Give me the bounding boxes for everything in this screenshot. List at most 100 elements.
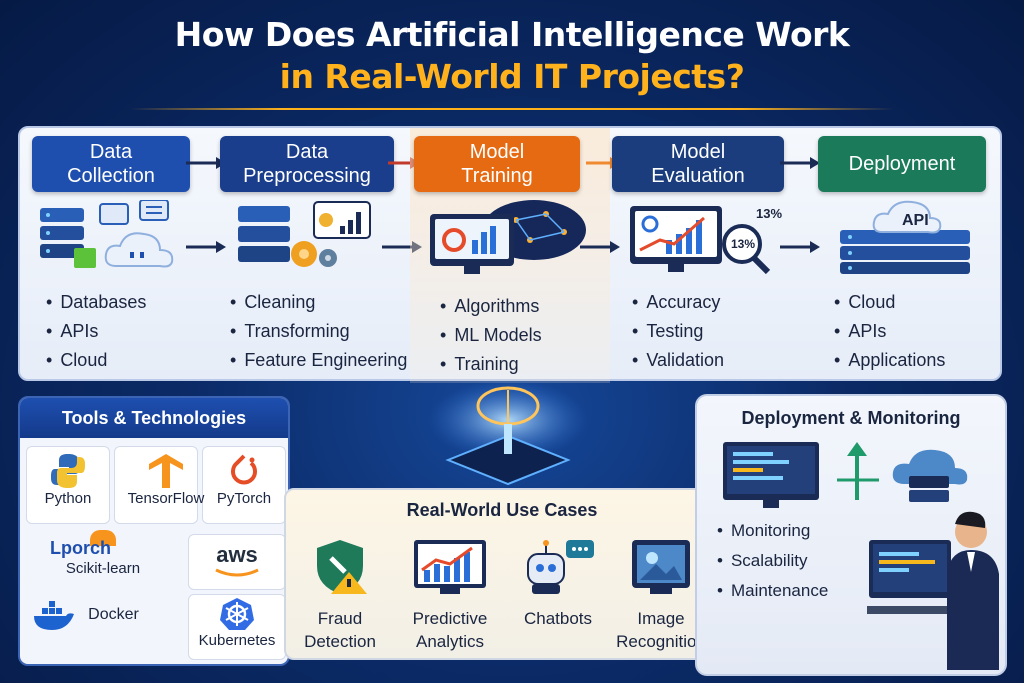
usecase-label: Chatbots — [508, 607, 608, 630]
tool-kubernetes: Kubernetes — [188, 596, 286, 649]
scikit-learn-logo-text: Lporch — [50, 538, 111, 558]
stage-head-line: Data — [89, 141, 133, 163]
docker-icon — [34, 601, 74, 630]
tools-heading: Tools & Technologies — [20, 398, 288, 438]
image-recognition-icon — [632, 540, 690, 594]
pytorch-icon — [231, 454, 257, 485]
stage-head-deployment: Deployment — [818, 136, 986, 192]
deploy-heading: Deployment & Monitoring — [741, 408, 961, 428]
tool-python: Python — [26, 452, 110, 507]
arrow-right-icon — [186, 241, 226, 253]
deploy-bullets: Monitoring Scalability Maintenance — [717, 516, 828, 606]
stage-head-line: Preprocessing — [243, 165, 371, 187]
api-badge: API — [902, 212, 929, 229]
tool-docker: Docker — [32, 598, 182, 632]
tool-pytorch: PyTorch — [202, 452, 286, 507]
bullet-item: ML Models — [440, 321, 541, 350]
scikit-learn-swoosh — [90, 530, 116, 546]
evaluation-badge: 13% — [756, 206, 783, 221]
usecase-chatbots: Chatbots — [508, 536, 608, 630]
aws-smile-icon — [215, 568, 259, 577]
scikit-learn-logo: Lporch — [30, 530, 176, 560]
bullet-item: Monitoring — [717, 516, 828, 546]
bullet-item: Maintenance — [717, 576, 828, 606]
tool-aws: aws — [190, 542, 284, 578]
tool-label: Docker — [88, 605, 139, 623]
tool-label: PyTorch — [216, 490, 272, 507]
tensorflow-icon — [149, 454, 183, 488]
usecases-heading: Real-World Use Cases — [406, 500, 598, 520]
bullet-item: Cleaning — [230, 288, 407, 317]
title-divider — [130, 108, 894, 110]
kubernetes-icon — [220, 598, 254, 630]
tool-card — [202, 446, 286, 524]
usecase-line: Image — [637, 609, 685, 628]
stage-head-line: Model — [469, 141, 525, 163]
monitoring-dashboard-icon — [723, 442, 968, 508]
stage-head-line: Data — [285, 141, 329, 163]
bullet-item: Validation — [632, 346, 724, 375]
api-server-icon — [840, 200, 970, 274]
usecase-line: Analytics — [415, 632, 485, 651]
chatbot-icon — [527, 540, 594, 594]
arrow-right-icon — [780, 157, 820, 169]
usecase-line: Recognition — [616, 632, 706, 651]
brain-monitor-icon — [430, 200, 586, 274]
analytics-chart-icon — [414, 540, 486, 594]
stage-head-line: Evaluation — [651, 165, 745, 187]
bullet-item: Scalability — [717, 546, 828, 576]
database-cloud-icon — [40, 200, 174, 268]
tools-panel: Tools & Technologies Python TensorFlow P… — [18, 396, 290, 666]
usecase-line: Fraud — [317, 609, 363, 628]
bullet-item: APIs — [834, 317, 945, 346]
tool-label: Python — [44, 490, 92, 507]
title-line-1: How Does Artificial Intelligence Work — [174, 15, 850, 54]
evaluation-chart-icon — [630, 206, 771, 275]
stage-bullets: Accuracy Testing Validation — [632, 288, 724, 375]
tool-card — [188, 534, 286, 590]
evaluation-lens-value: 13% — [731, 237, 756, 251]
bullet-item: Feature Engineering — [230, 346, 407, 375]
stage-head-line: Collection — [67, 165, 155, 187]
glowing-brain-icon — [428, 380, 588, 486]
tool-label: Scikit-learn — [65, 560, 141, 577]
stage-head-line: Model — [670, 141, 726, 163]
bullet-item: Accuracy — [632, 288, 724, 317]
bullet-item: Applications — [834, 346, 945, 375]
fraud-shield-icon — [317, 540, 367, 594]
bullet-item: Transforming — [230, 317, 407, 346]
stage-deployment: Deployment API Cloud APIs Applications — [810, 128, 1002, 383]
engineer-at-desk-icon — [867, 511, 999, 670]
bullet-item: Training — [440, 350, 542, 379]
bullet-item: Databases — [46, 288, 146, 317]
bullet-item: APIs — [46, 317, 146, 346]
arrow-right-icon — [780, 241, 820, 253]
stage-head-line: Training — [461, 165, 533, 187]
tool-tensorflow: TensorFlow — [114, 452, 218, 507]
stage-bullets: Algorithms ML Models Training — [440, 292, 542, 379]
stage-bullets: Cloud APIs Applications — [834, 288, 945, 375]
arrow-right-icon — [580, 241, 620, 253]
tool-label: TensorFlow — [127, 490, 205, 507]
tool-card — [114, 446, 198, 524]
bullet-item: Algorithms — [440, 292, 542, 321]
bullet-item: Cloud — [834, 288, 945, 317]
usecase-line: Detection — [304, 632, 376, 651]
python-icon — [51, 454, 85, 488]
tool-scikit-learn: Lporch Scikit-learn — [30, 530, 176, 577]
